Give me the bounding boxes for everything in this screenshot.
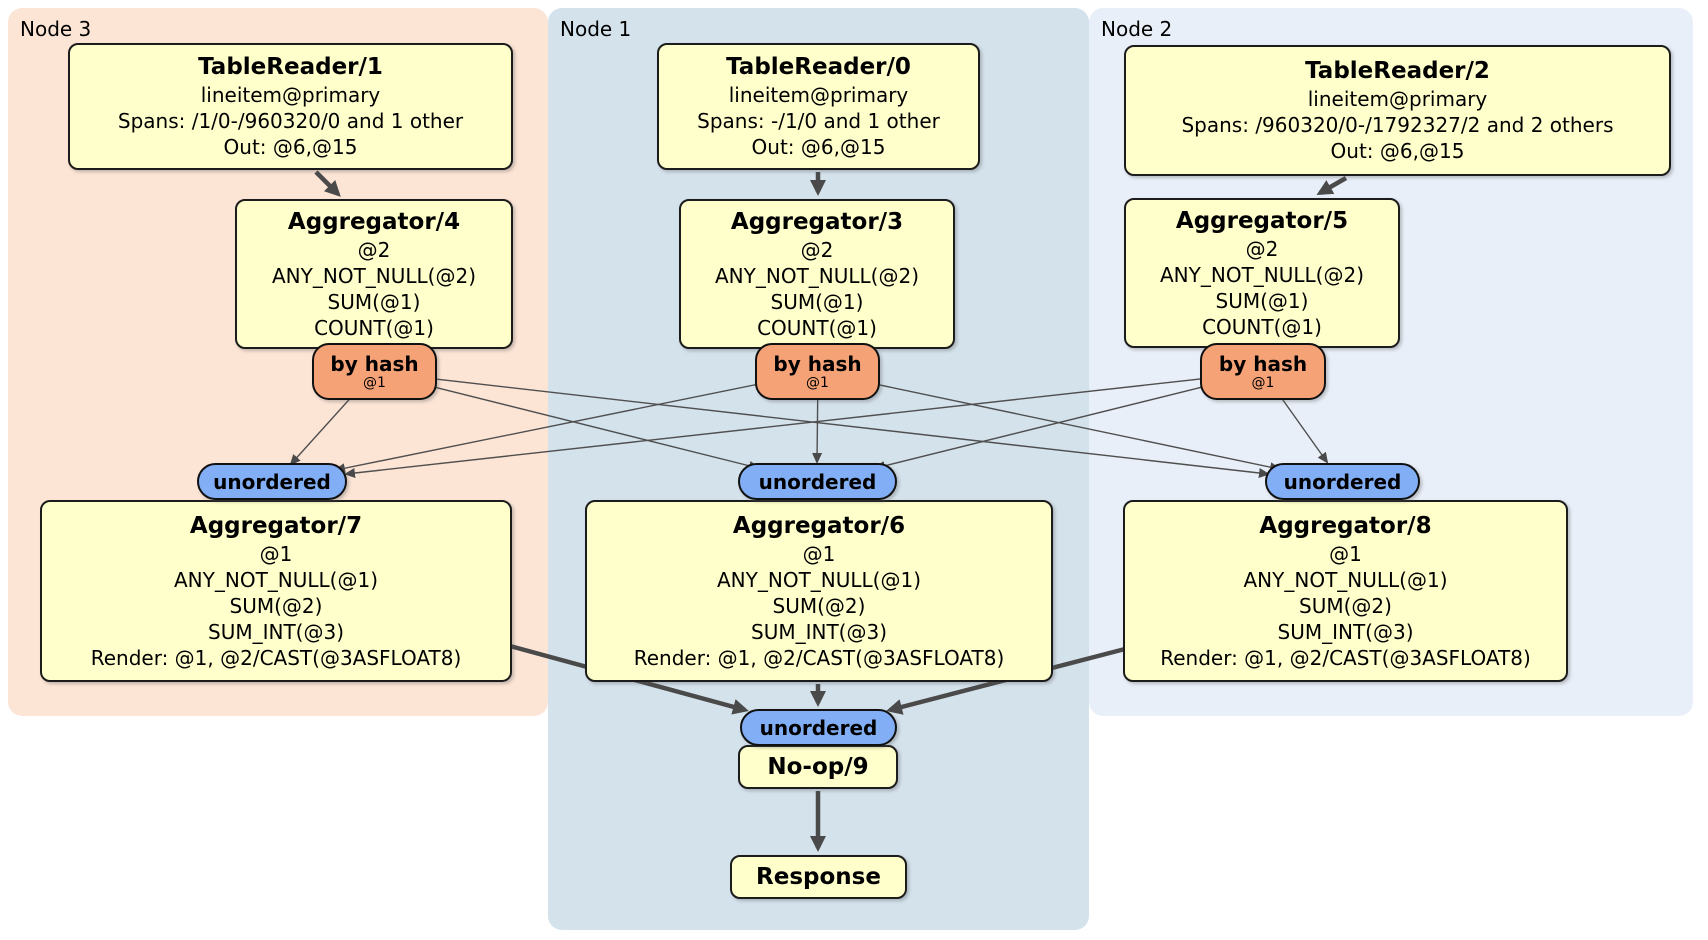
processor-detail: Spans: -/1/0 and 1 other: [697, 109, 940, 133]
processor-detail: Render: @1, @2/CAST(@3ASFLOAT8): [633, 645, 1005, 670]
processor-detail: lineitem@primary: [728, 83, 909, 107]
processor-detail: ANY_NOT_NULL(@1): [174, 567, 378, 592]
processor-aggregator-6: Aggregator/6 @1 ANY_NOT_NULL(@1) SUM(@2)…: [585, 500, 1053, 682]
processor-detail: ANY_NOT_NULL(@1): [717, 567, 921, 592]
router-by-hash-node1: by hash @1: [755, 343, 880, 400]
router-unordered-node3: unordered: [197, 463, 347, 500]
router-unordered-final: unordered: [740, 709, 897, 746]
processor-title: Aggregator/3: [730, 208, 904, 235]
processor-aggregator-5: Aggregator/5 @2 ANY_NOT_NULL(@2) SUM(@1)…: [1124, 198, 1400, 348]
router-sub-label: @1: [363, 374, 386, 391]
processor-title: TableReader/1: [198, 54, 383, 80]
processor-title: Aggregator/6: [732, 512, 906, 539]
router-label: unordered: [758, 469, 877, 494]
node-group-3-label: Node 3: [20, 17, 92, 41]
processor-detail: @2: [1245, 236, 1279, 261]
router-by-hash-node3: by hash @1: [312, 343, 437, 400]
processor-title: Aggregator/7: [189, 512, 363, 539]
processor-tablereader-2: TableReader/2 lineitem@primary Spans: /9…: [1124, 45, 1671, 176]
processor-detail: COUNT(@1): [757, 315, 877, 340]
processor-detail: SUM(@1): [1215, 288, 1309, 313]
processor-title: Aggregator/4: [287, 208, 461, 235]
processor-detail: lineitem@primary: [200, 83, 381, 107]
router-label: by hash: [1218, 351, 1308, 376]
processor-detail: @2: [800, 237, 834, 262]
processor-detail: ANY_NOT_NULL(@1): [1243, 567, 1448, 592]
processor-detail: COUNT(@1): [1202, 314, 1322, 339]
router-label: unordered: [759, 715, 878, 740]
router-unordered-node2: unordered: [1265, 463, 1420, 500]
processor-detail: SUM_INT(@3): [208, 619, 344, 644]
processor-detail: Out: @6,@15: [751, 135, 886, 159]
processor-detail: Spans: /1/0-/960320/0 and 1 other: [117, 109, 464, 133]
processor-tablereader-1: TableReader/1 lineitem@primary Spans: /1…: [68, 43, 513, 170]
processor-detail: SUM_INT(@3): [1277, 619, 1414, 644]
node-group-2-label: Node 2: [1101, 17, 1173, 41]
processor-title: Response: [756, 863, 881, 890]
processor-title: Aggregator/8: [1259, 512, 1432, 539]
processor-detail: SUM(@1): [770, 289, 864, 314]
processor-title: Aggregator/5: [1175, 207, 1349, 234]
router-label: by hash: [330, 351, 419, 376]
router-unordered-node1: unordered: [738, 463, 897, 500]
processor-detail: lineitem@primary: [1307, 87, 1488, 111]
processor-detail: Out: @6,@15: [223, 135, 358, 159]
processor-detail: Render: @1, @2/CAST(@3ASFLOAT8): [90, 645, 462, 670]
processor-response: Response: [730, 855, 907, 899]
processor-detail: ANY_NOT_NULL(@2): [1160, 262, 1364, 287]
processor-detail: SUM_INT(@3): [751, 619, 887, 644]
router-label: by hash: [773, 351, 862, 376]
processor-aggregator-4: Aggregator/4 @2 ANY_NOT_NULL(@2) SUM(@1)…: [235, 199, 513, 349]
processor-detail: SUM(@2): [772, 593, 866, 618]
processor-detail: Render: @1, @2/CAST(@3ASFLOAT8): [1160, 645, 1531, 670]
processor-detail: Out: @6,@15: [1330, 139, 1465, 163]
node-group-1-label: Node 1: [560, 17, 632, 41]
processor-detail: @2: [357, 237, 391, 262]
router-sub-label: @1: [806, 374, 829, 391]
processor-title: No-op/9: [767, 753, 869, 780]
processor-aggregator-3: Aggregator/3 @2 ANY_NOT_NULL(@2) SUM(@1)…: [679, 199, 955, 349]
processor-detail: SUM(@2): [229, 593, 323, 618]
processor-detail: COUNT(@1): [314, 315, 434, 340]
processor-detail: @1: [802, 541, 836, 566]
processor-detail: @1: [259, 541, 293, 566]
processor-detail: @1: [1329, 541, 1362, 566]
router-sub-label: @1: [1251, 374, 1275, 391]
router-label: unordered: [213, 469, 331, 494]
processor-title: TableReader/0: [726, 54, 911, 80]
router-label: unordered: [1283, 469, 1402, 494]
processor-title: TableReader/2: [1305, 58, 1490, 84]
processor-aggregator-7: Aggregator/7 @1 ANY_NOT_NULL(@1) SUM(@2)…: [40, 500, 512, 682]
processor-aggregator-8: Aggregator/8 @1 ANY_NOT_NULL(@1) SUM(@2)…: [1123, 500, 1568, 682]
processor-detail: ANY_NOT_NULL(@2): [715, 263, 919, 288]
processor-detail: Spans: /960320/0-/1792327/2 and 2 others: [1181, 113, 1614, 137]
processor-detail: SUM(@2): [1299, 593, 1392, 618]
processor-detail: ANY_NOT_NULL(@2): [272, 263, 476, 288]
processor-detail: SUM(@1): [327, 289, 421, 314]
router-by-hash-node2: by hash @1: [1200, 343, 1326, 400]
processor-tablereader-0: TableReader/0 lineitem@primary Spans: -/…: [657, 43, 980, 170]
processor-noop-9: No-op/9: [738, 745, 898, 789]
